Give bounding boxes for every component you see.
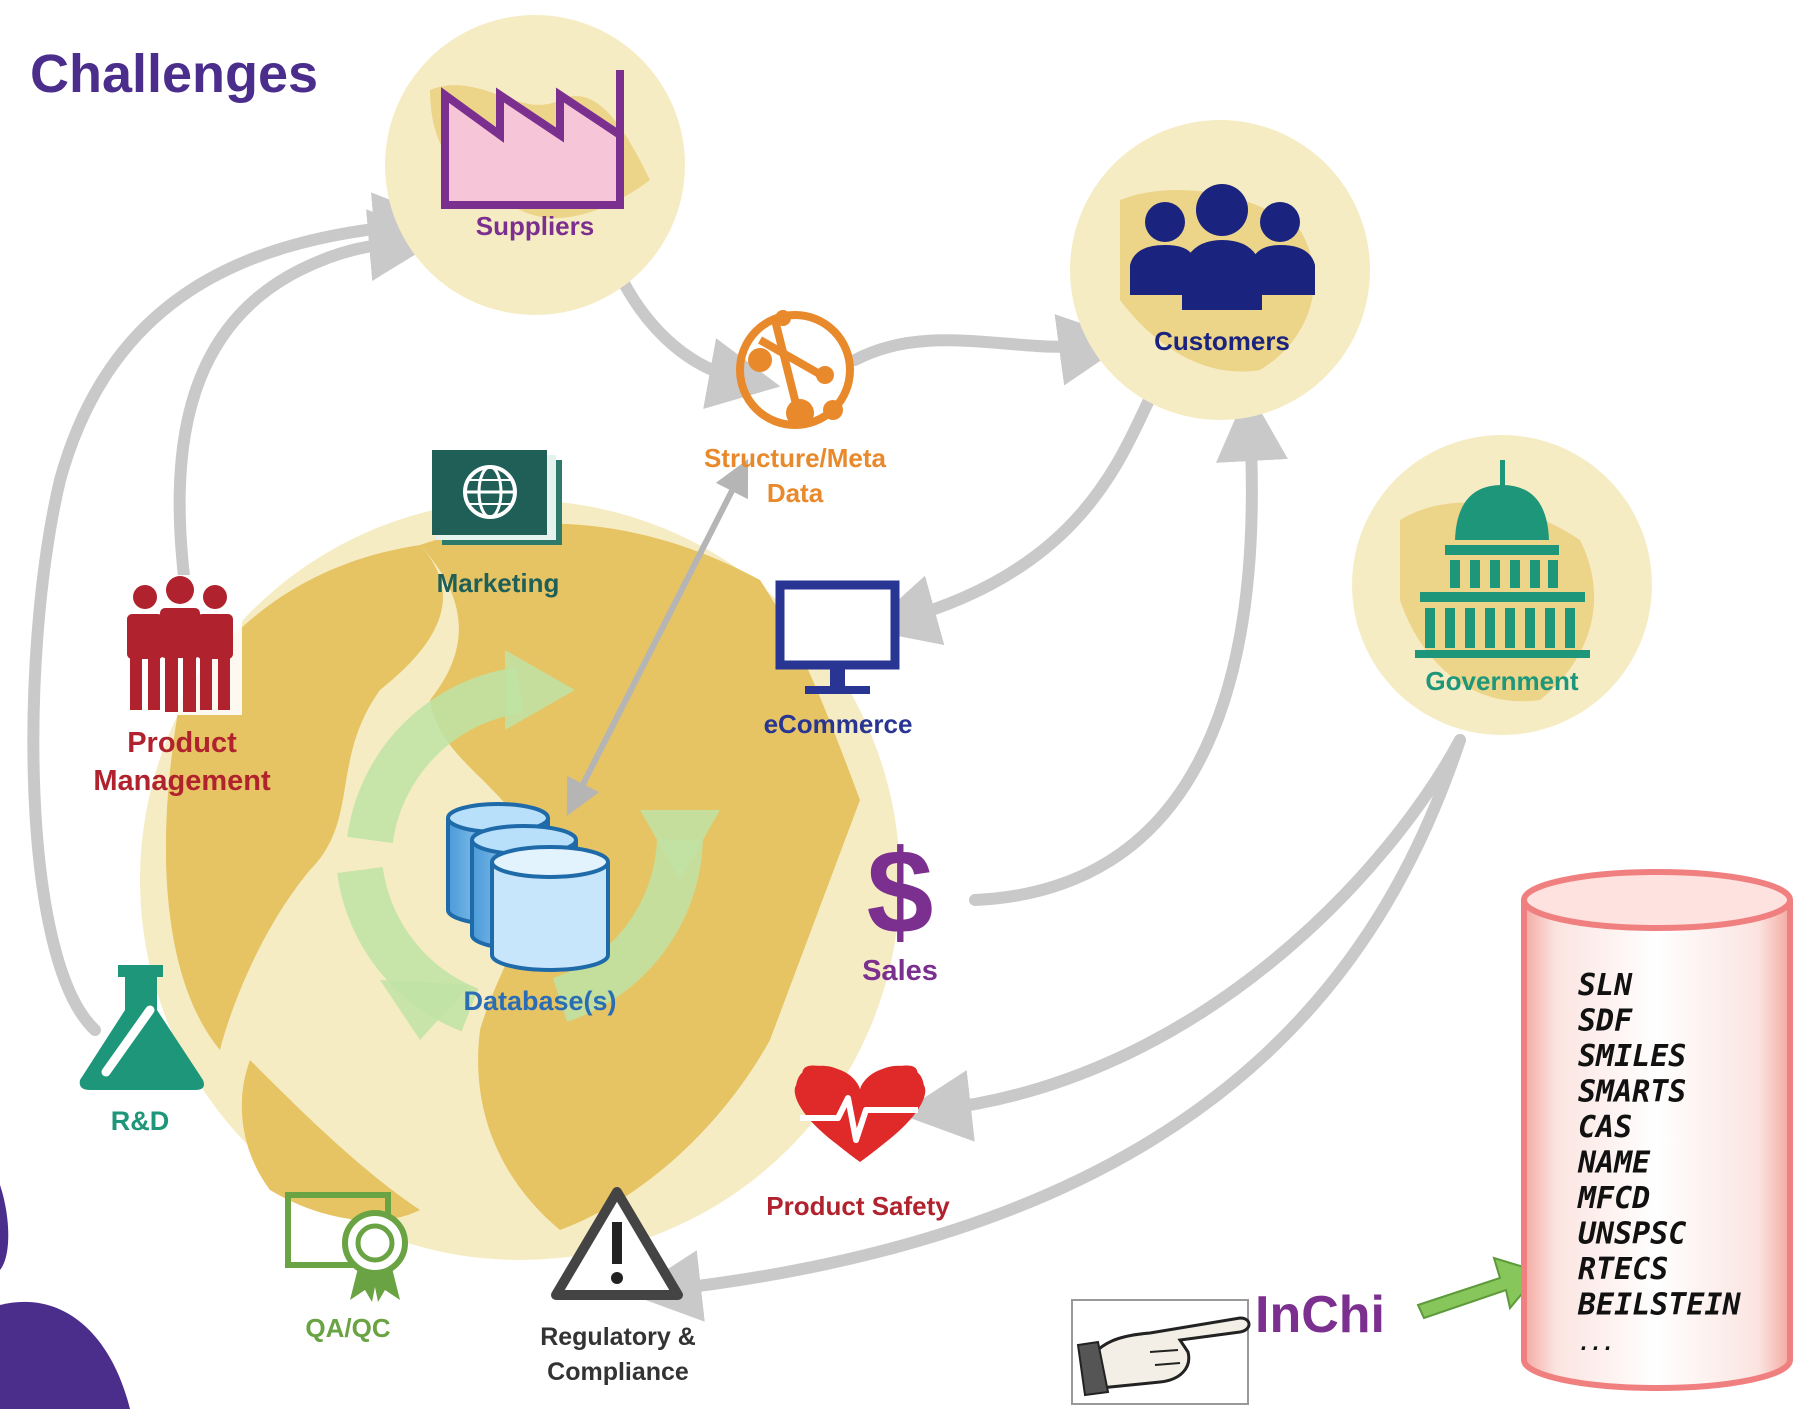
bidirectional-arrow [566, 458, 749, 817]
rnd-node: R&D [79, 965, 204, 1136]
identifiers-cylinder [1521, 869, 1793, 1391]
identifier-item: SDF [1578, 1004, 1633, 1039]
ecommerce-node: eCommerce [764, 580, 913, 739]
marketing-node: Marketing [432, 450, 562, 598]
flask-icon [79, 965, 204, 1090]
customers-node: Customers [1070, 120, 1370, 420]
identifier-item: RTECS [1578, 1252, 1668, 1287]
identifier-item: SLN [1578, 968, 1633, 1003]
identifier-item: SMARTS [1578, 1075, 1686, 1110]
suppliers-node: Suppliers [385, 15, 685, 315]
identifier-item: SMILES [1578, 1039, 1686, 1074]
product-management-label-line2: Management [93, 765, 271, 797]
identifier-item: CAS [1578, 1110, 1632, 1145]
identifier-item: MFCD [1577, 1181, 1650, 1216]
globe-book-icon [432, 450, 562, 545]
product-safety-node: Product Safety [766, 1065, 950, 1221]
identifier-list: SLNSDFSMILESSMARTSCASNAMEMFCDUNSPSCRTECS… [1577, 968, 1741, 1355]
government-node: Government [1352, 435, 1652, 735]
sales-node: $ Sales [862, 825, 938, 987]
identifier-item: ... [1578, 1331, 1614, 1355]
product-management-label-line1: Product [127, 727, 237, 759]
database-node: Database(s) [446, 802, 617, 1016]
inchi-label: InChi [1255, 1286, 1385, 1344]
inchi-callout: InChi [1071, 1256, 1542, 1405]
database-icon [446, 802, 610, 972]
cylinder-icon [1521, 900, 1793, 1391]
team-icon [127, 576, 233, 712]
rnd-label: R&D [111, 1106, 170, 1136]
decor-shape-top [0, 1185, 9, 1270]
sales-label: Sales [862, 955, 938, 987]
connector-arrows [27, 192, 1466, 1322]
ecommerce-label: eCommerce [764, 709, 913, 739]
capitol-icon [1415, 460, 1590, 658]
structure-meta-node: Structure/Meta Data [704, 310, 887, 508]
government-label: Government [1425, 666, 1578, 696]
identifier-item: UNSPSC [1578, 1217, 1686, 1252]
recycle-arrowheads [380, 650, 720, 1040]
product-safety-label: Product Safety [766, 1191, 950, 1221]
factory-icon [441, 70, 624, 209]
database-label: Database(s) [463, 986, 616, 1016]
regulatory-label-line2: Compliance [547, 1358, 689, 1386]
regulatory-label-line1: Regulatory & [540, 1323, 696, 1351]
structure-label-line2: Data [767, 478, 824, 508]
certificate-icon [285, 1192, 408, 1302]
qaqc-label: QA/QC [305, 1313, 390, 1343]
suppliers-label: Suppliers [476, 211, 594, 241]
identifier-item: NAME [1577, 1146, 1651, 1181]
structure-label-line1: Structure/Meta [704, 443, 887, 473]
warning-icon [551, 1187, 683, 1300]
people-icon [1130, 184, 1315, 310]
marketing-label: Marketing [437, 568, 560, 598]
network-nodes [748, 310, 843, 427]
dollar-icon: $ [867, 825, 934, 959]
qaqc-node: QA/QC [285, 1192, 408, 1343]
product-management-node: Product Management [93, 575, 271, 797]
customers-label: Customers [1154, 326, 1290, 356]
decor-shape-bottom [0, 1301, 130, 1409]
regulatory-node: Regulatory & Compliance [540, 1187, 696, 1386]
monitor-icon [775, 580, 900, 694]
page-title: Challenges [30, 44, 318, 104]
identifier-item: BEILSTEIN [1577, 1288, 1741, 1323]
